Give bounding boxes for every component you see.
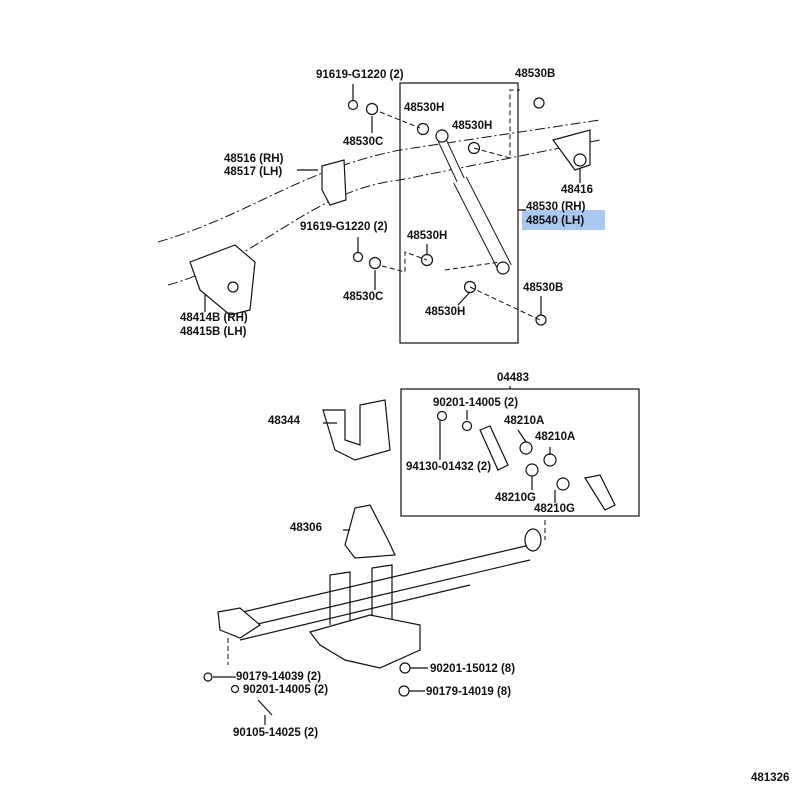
label-bushing-b-bottom: 48530B	[523, 282, 563, 294]
label-bolt-front: 90105-14025 (2)	[233, 727, 318, 739]
label-bushing-b-top: 48530B	[515, 68, 555, 80]
washer-w-icon	[399, 662, 411, 674]
label-bushing-h-2: 48530H	[452, 120, 492, 132]
washer-icon	[230, 684, 240, 694]
label-nut-front: 90179-14039 (2)	[236, 671, 321, 683]
nut-icon	[203, 672, 213, 682]
label-bushing-h-3: 48530H	[407, 230, 447, 242]
label-bushing-h-1: 48530H	[404, 102, 444, 114]
bumper-48306	[344, 504, 396, 559]
label-bumper: 48306	[290, 522, 322, 534]
label-shock-lh: 48540 (LH)	[526, 215, 584, 227]
label-nut-ubolt: 90179-14019 (8)	[426, 686, 511, 698]
label-shock-rh: 48530 (RH)	[526, 201, 586, 213]
shock-absorber-group-box	[399, 82, 519, 344]
label-washer-ubolt: 90201-15012 (8)	[430, 663, 515, 675]
label-bolt-upper: 91619-G1220 (2)	[316, 69, 404, 81]
label-kit: 04483	[497, 372, 529, 384]
shock-absorber	[435, 129, 512, 275]
highlight-box	[522, 210, 605, 230]
bracket-48344	[322, 399, 391, 461]
label-bushing-c-top: 48530C	[343, 136, 383, 148]
label-bolt-lower: 91619-G1220 (2)	[300, 221, 388, 233]
nut-n-icon	[398, 685, 410, 697]
label-nut-kit: 94130-01432 (2)	[406, 461, 491, 473]
bolt-icon	[257, 699, 273, 716]
label-hanger-rh: 48414B (RH)	[180, 312, 248, 324]
label-bracket-48416: 48416	[561, 184, 593, 196]
label-bushing-a-1: 48210A	[504, 415, 544, 427]
label-bushing-c-bottom: 48530C	[343, 291, 383, 303]
label-bushing-h-4: 48530H	[425, 306, 465, 318]
frame-rail-upper	[157, 119, 601, 243]
label-bushing-a-2: 48210A	[535, 431, 575, 443]
label-hanger-lh: 48415B (LH)	[180, 326, 247, 338]
diagram-id: 481326	[751, 772, 789, 784]
leaf-spring	[217, 528, 542, 669]
label-washer-front: 90201-14005 (2)	[243, 684, 328, 696]
label-bracket-48344: 48344	[268, 415, 301, 427]
kit-parts	[436, 410, 616, 511]
label-bracket-rh: 48516 (RH)	[224, 153, 284, 165]
bracket-48516	[321, 159, 347, 206]
label-bushing-g-2: 48210G	[534, 503, 575, 515]
kit-04483-box	[400, 388, 640, 517]
hanger-48414b	[189, 244, 256, 316]
label-bracket-lh: 48517 (LH)	[224, 166, 282, 178]
label-washer-kit: 90201-14005 (2)	[433, 397, 518, 409]
label-bushing-g-1: 48210G	[495, 492, 536, 504]
